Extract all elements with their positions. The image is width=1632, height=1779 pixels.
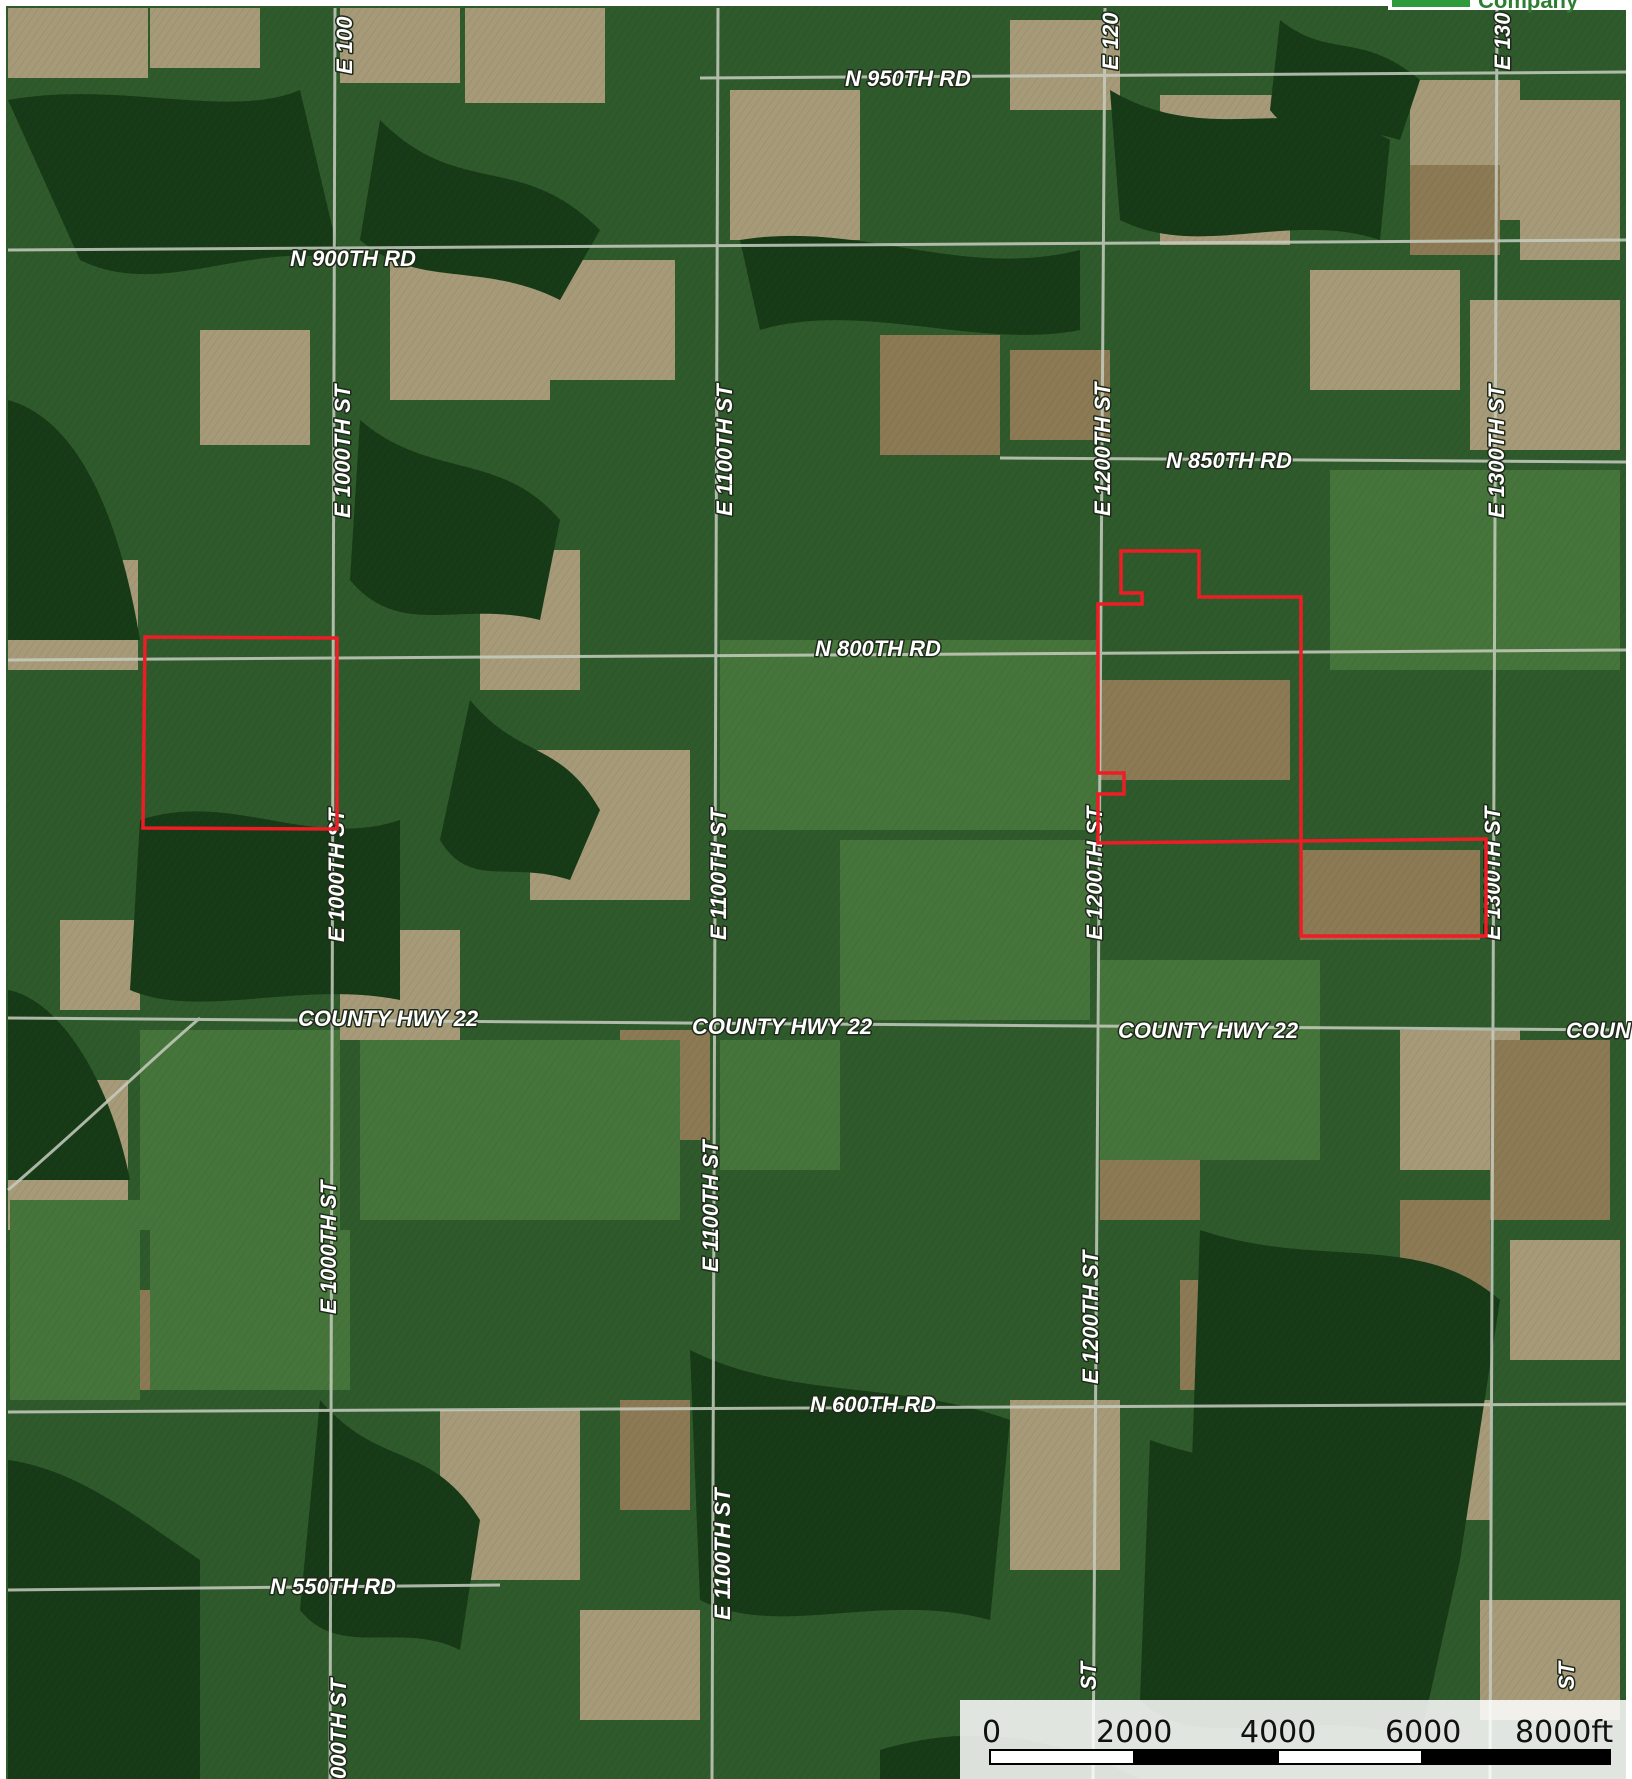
logo-background [1388,0,1632,10]
label-n850th-rd: N 850TH RD [1166,448,1292,473]
logo-text: Company [1478,0,1579,13]
label-e1200th-st-1: E 1200TH ST [1090,381,1115,516]
label-n900th-rd: N 900TH RD [290,246,416,271]
label-county-hwy-22-west: COUNTY HWY 22 [298,1006,479,1031]
label-e1100th-st-3: E 1100TH ST [698,1139,723,1272]
label-county-hwy-22-east: COUNTY HWY 22 [1118,1018,1299,1043]
road-labels: N 950TH RD N 900TH RD N 850TH RD N 800TH… [269,10,1632,1779]
scale-label-0: 0 [982,1715,1001,1750]
scale-bar: 0 2000 4000 6000 8000ft [960,1700,1632,1779]
label-e1000th-st-3: E 1000TH ST [316,1179,341,1314]
label-n800th-rd: N 800TH RD [815,636,941,661]
scale-label-6000: 6000 [1385,1715,1461,1750]
parcel-boundary-west[interactable] [141,635,339,831]
provider-logo: Company [1388,0,1632,13]
label-county-hwy-22-center: COUNTY HWY 22 [692,1014,873,1039]
label-e1000th-st-4: 000TH ST [326,1677,351,1779]
label-e1300th-st-2: E 1300TH ST [1480,805,1505,940]
scale-bar-background [960,1700,1632,1779]
scale-label-2000: 2000 [1096,1715,1172,1750]
label-e1200th-st-3: E 1200TH ST [1078,1249,1103,1384]
scale-label-4000: 4000 [1240,1715,1316,1750]
scale-segment-3 [1277,1749,1423,1765]
label-e1300th-st-1: E 1300TH ST [1484,383,1509,518]
scale-label-8000ft: 8000ft [1515,1715,1613,1750]
logo-mark [1392,0,1470,7]
label-e1100th-st-1: E 1100TH ST [712,383,737,516]
parcel-boundary-east[interactable] [1096,549,1303,845]
label-e1200th-st-4: ST [1076,1660,1101,1690]
label-e1200th-st-2: E 1200TH ST [1082,805,1107,940]
label-n950th-rd: N 950TH RD [845,66,971,91]
parcel-boundary-southeast[interactable] [1299,837,1488,938]
label-e1300th-st-3: ST [1554,1660,1579,1690]
label-county-hwy-22-edge: COUN [1566,1018,1632,1043]
scale-segment-4 [1421,1749,1611,1765]
label-e1300th-st-top: E 130 [1490,12,1515,70]
label-e1200th-st-top: E 120 [1098,12,1123,70]
scale-segment-1 [989,1749,1135,1765]
property-boundaries [141,549,1488,938]
label-e1100th-st-4: E 1100TH ST [710,1487,735,1620]
label-e1000th-st-1: E 1000TH ST [330,383,355,518]
label-n550th-rd: N 550TH RD [270,1574,396,1599]
scale-segment-2 [1133,1749,1279,1765]
label-e1000th-st-top: E 100 [332,16,357,74]
label-n600th-rd: N 600TH RD [810,1392,936,1417]
road-network [7,7,1626,1779]
label-e1100th-st-2: E 1100TH ST [706,807,731,940]
